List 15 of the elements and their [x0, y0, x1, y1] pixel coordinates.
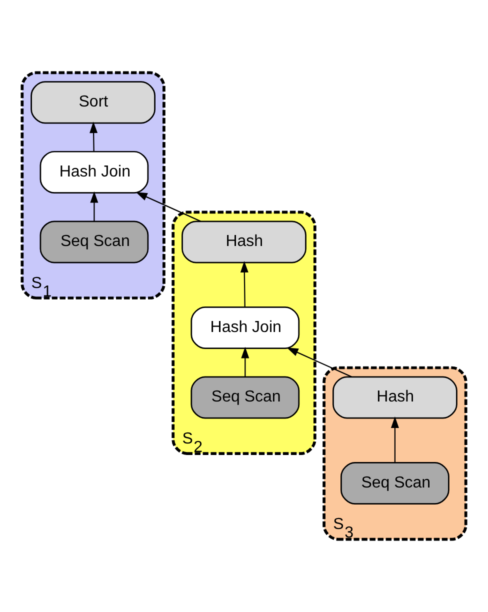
node-box: Hash	[182, 220, 306, 264]
node-box: Hash Join	[40, 150, 149, 194]
arrow	[90, 122, 98, 152]
arrow	[286, 348, 352, 378]
node-box: Seq Scan	[40, 220, 149, 264]
node-box: Seq Scan	[340, 462, 450, 505]
node-box: Sort	[30, 81, 156, 124]
node-box: Hash	[332, 376, 458, 419]
arrow	[90, 191, 98, 222]
node-box: Hash Join	[190, 306, 300, 349]
arrow	[136, 192, 201, 222]
arrow	[240, 261, 248, 307]
arrow	[241, 346, 250, 377]
node-box: Seq Scan	[190, 376, 300, 419]
arrow	[390, 416, 399, 462]
